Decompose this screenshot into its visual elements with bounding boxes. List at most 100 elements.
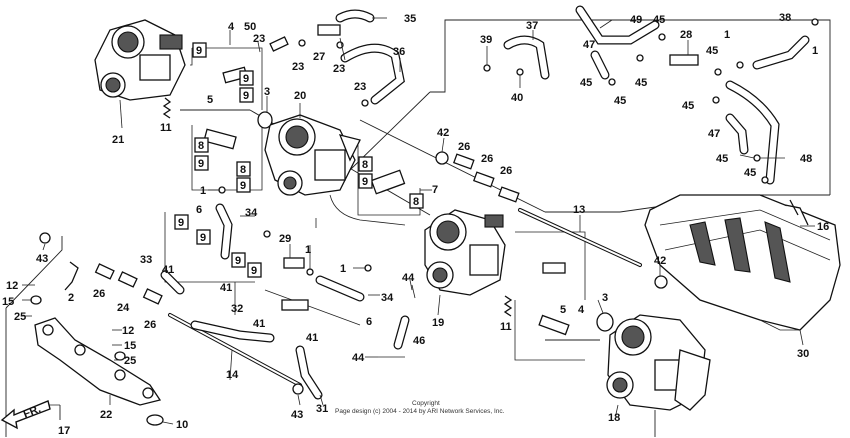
leader-lines xyxy=(22,17,815,425)
callout-6: 6 xyxy=(196,204,202,216)
callout-44: 44 xyxy=(352,352,365,364)
carburetor-19 xyxy=(424,209,506,316)
box-frame xyxy=(194,155,209,171)
air-chamber-30 xyxy=(644,194,841,346)
boxed-callout-8: 8 xyxy=(413,196,419,208)
callout-45: 45 xyxy=(706,45,718,57)
callout-15: 15 xyxy=(2,296,14,308)
callout-11: 11 xyxy=(160,122,172,134)
callout-26: 26 xyxy=(500,165,512,177)
callout-41: 41 xyxy=(306,332,318,344)
box-frame xyxy=(196,229,211,245)
callout-34: 34 xyxy=(381,292,394,304)
boxed-callout-9: 9 xyxy=(243,73,249,85)
callout-5: 5 xyxy=(207,94,213,106)
front-direction-arrow: FR. xyxy=(0,400,51,430)
callout-43: 43 xyxy=(36,253,48,265)
box-frame xyxy=(247,262,262,278)
boxed-callout-9: 9 xyxy=(198,158,204,170)
callout-39: 39 xyxy=(480,34,492,46)
arrow-icon xyxy=(0,400,51,430)
box-frame xyxy=(231,252,246,268)
callout-30: 30 xyxy=(797,348,809,360)
callout-19: 19 xyxy=(432,317,444,329)
callout-7: 7 xyxy=(432,184,438,196)
box-frame xyxy=(358,173,373,189)
callout-1: 1 xyxy=(200,185,206,197)
callout-26: 26 xyxy=(144,319,156,331)
carburetor-21 xyxy=(94,19,186,129)
callout-11: 11 xyxy=(500,321,512,333)
carburetor-20 xyxy=(264,114,406,226)
callout-50: 50 xyxy=(244,21,256,33)
boxed-callout-9: 9 xyxy=(243,90,249,102)
callout-12: 12 xyxy=(6,280,18,292)
callout-40: 40 xyxy=(511,92,523,104)
box-frame xyxy=(174,214,189,230)
callout-27: 27 xyxy=(313,51,325,63)
box-frame xyxy=(236,177,251,193)
small-parts xyxy=(30,18,819,426)
callout-33: 33 xyxy=(140,254,152,266)
callout-34: 34 xyxy=(245,207,258,219)
boxed-callout-9: 9 xyxy=(178,217,184,229)
callout-45: 45 xyxy=(653,14,665,26)
callout-25: 25 xyxy=(14,311,26,323)
boxed-callout-9: 9 xyxy=(251,265,257,277)
box-frame xyxy=(239,70,254,86)
boxed-callout-9: 9 xyxy=(240,180,246,192)
hoses xyxy=(160,5,810,400)
callout-45: 45 xyxy=(744,167,756,179)
box-frame xyxy=(239,87,254,103)
callout-41: 41 xyxy=(162,264,174,276)
callout-45: 45 xyxy=(682,100,694,112)
callout-47: 47 xyxy=(708,128,720,140)
callout-10: 10 xyxy=(176,419,188,431)
callout-26: 26 xyxy=(93,288,105,300)
callout-23: 23 xyxy=(354,81,366,93)
box-frame xyxy=(236,161,251,177)
boxed-callout-8: 8 xyxy=(362,159,368,171)
callout-45: 45 xyxy=(716,153,728,165)
callout-14: 14 xyxy=(226,369,239,381)
copyright-title: Copyright xyxy=(412,400,440,407)
boxed-callout-9: 9 xyxy=(200,232,206,244)
callout-31: 31 xyxy=(316,403,328,415)
copyright-notice: Page design (c) 2004 - 2014 by ARI Netwo… xyxy=(335,408,505,415)
callout-26: 26 xyxy=(458,141,470,153)
carburetor-joint-plate-22 xyxy=(34,317,162,406)
callout-42: 42 xyxy=(437,127,449,139)
callout-28: 28 xyxy=(680,29,692,41)
callout-24: 24 xyxy=(117,302,130,314)
callout-46: 46 xyxy=(413,335,425,347)
boxed-callout-9: 9 xyxy=(235,255,241,267)
boxed-callout-9: 9 xyxy=(196,45,202,57)
callout-38: 38 xyxy=(779,12,791,24)
callout-45: 45 xyxy=(635,77,647,89)
callout-23: 23 xyxy=(333,63,345,75)
callout-23: 23 xyxy=(253,33,265,45)
callout-2: 2 xyxy=(68,292,74,304)
callout-29: 29 xyxy=(279,233,291,245)
callout-47: 47 xyxy=(583,39,595,51)
callout-6: 6 xyxy=(366,316,372,328)
callout-23: 23 xyxy=(292,61,304,73)
callout-18: 18 xyxy=(608,412,620,424)
box-frame xyxy=(192,42,207,58)
callout-45: 45 xyxy=(614,95,626,107)
callout-21: 21 xyxy=(112,134,124,146)
callout-41: 41 xyxy=(220,282,232,294)
callout-3: 3 xyxy=(264,86,270,98)
callout-48: 48 xyxy=(800,153,812,165)
callout-36: 36 xyxy=(393,46,405,58)
shafts xyxy=(168,208,642,387)
boxed-callout-8: 8 xyxy=(198,140,204,152)
callout-1: 1 xyxy=(724,29,730,41)
callout-5: 5 xyxy=(560,304,566,316)
boxed-callout-9: 9 xyxy=(362,176,368,188)
callout-22: 22 xyxy=(100,409,112,421)
callout-45: 45 xyxy=(580,77,592,89)
callout-15: 15 xyxy=(124,340,136,352)
